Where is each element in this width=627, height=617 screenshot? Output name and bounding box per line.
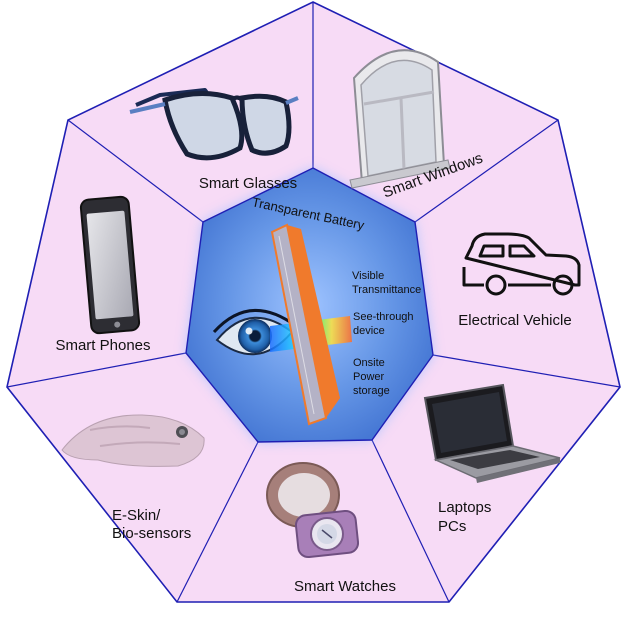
feature-visible-transmittance: Visible Transmittance <box>352 270 421 296</box>
electrical-vehicle-label: Electrical Vehicle <box>458 312 571 329</box>
svg-text:Transmittance: Transmittance <box>352 284 421 296</box>
laptop-icon <box>423 383 561 483</box>
feature-see-through-device: See-through device <box>353 311 414 337</box>
segment-laptops: Laptops PCs <box>423 383 561 535</box>
laptops-label-line2: PCs <box>438 518 466 535</box>
segment-smart-glasses: Smart Glasses <box>129 88 299 192</box>
battery-pane-icon <box>270 223 340 426</box>
feature-onsite-power-storage: Onsite Power storage <box>353 357 390 397</box>
svg-text:Visible: Visible <box>352 270 384 282</box>
svg-text:device: device <box>353 325 385 337</box>
smart-glasses-label: Smart Glasses <box>199 175 297 192</box>
glasses-icon <box>129 88 299 161</box>
laptops-label-line1: Laptops <box>438 499 491 516</box>
segment-electrical-vehicle: Electrical Vehicle <box>458 232 581 329</box>
smart-watches-label: Smart Watches <box>294 578 396 595</box>
smart-phones-label: Smart Phones <box>55 337 150 354</box>
eskin-label-line1: E-Skin/ <box>112 507 161 524</box>
segment-smart-phones: Smart Phones <box>55 195 151 354</box>
segment-eskin: E-Skin/ Bio-sensors <box>61 414 205 542</box>
eskin-label-line2: Bio-sensors <box>112 525 191 542</box>
phone-icon <box>79 195 141 335</box>
svg-text:storage: storage <box>353 385 390 397</box>
watch-icon <box>266 462 360 559</box>
window-icon <box>349 49 451 189</box>
segment-smart-watches: Smart Watches <box>266 462 396 595</box>
svg-text:Onsite: Onsite <box>353 357 385 369</box>
segment-dividers <box>6 2 621 603</box>
svg-text:See-through: See-through <box>353 311 414 323</box>
car-icon <box>462 232 581 296</box>
e-skin-icon <box>61 414 205 467</box>
svg-text:Power: Power <box>353 371 385 383</box>
